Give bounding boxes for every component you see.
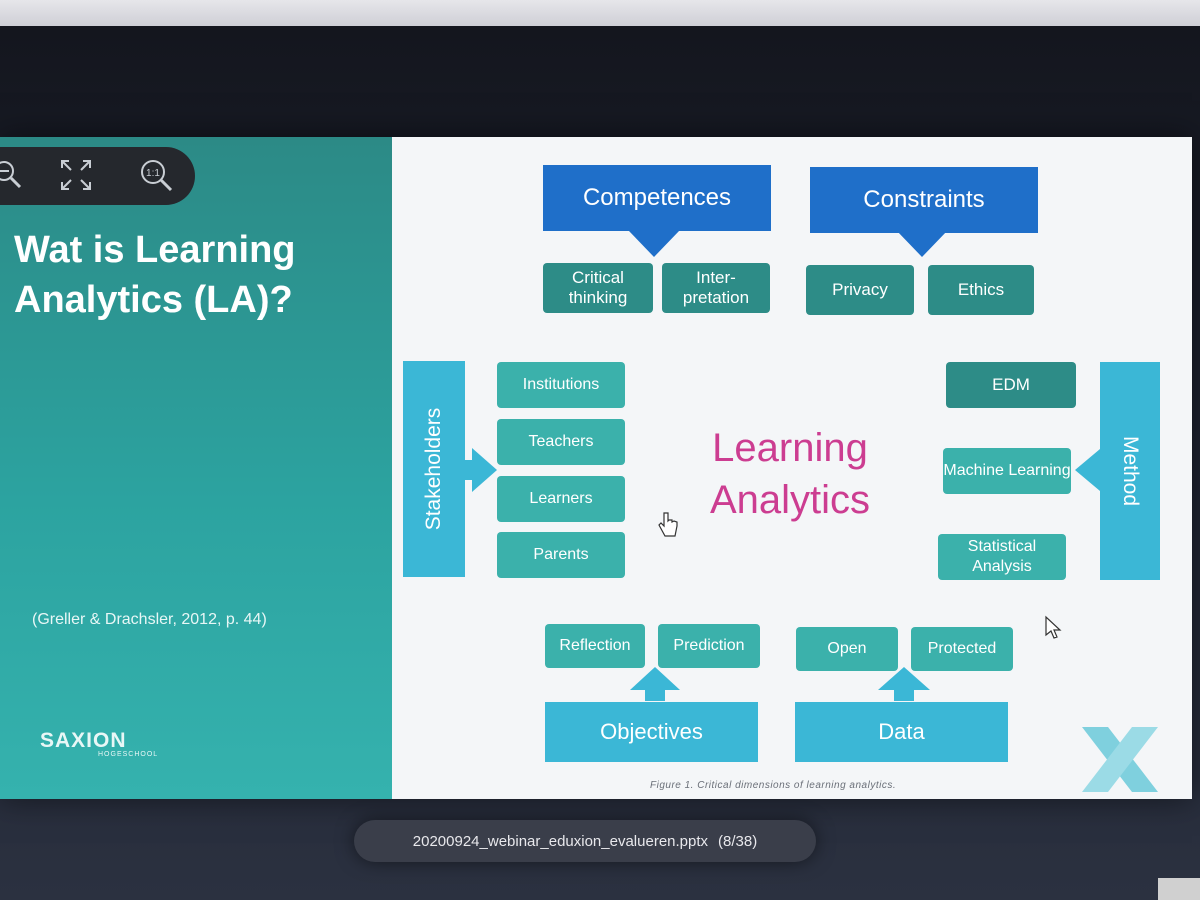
constraints-arrow: [896, 230, 948, 257]
figure-caption: Figure 1. Critical dimensions of learnin…: [650, 780, 897, 791]
teachers-box: Teachers: [497, 419, 625, 465]
file-name-text: 20200924_webinar_eduxion_evalueren.pptx: [412, 832, 709, 850]
learners-box: Learners: [497, 476, 625, 522]
statistical-analysis-box: Statistical Analysis: [938, 534, 1066, 580]
hand-cursor-icon: [656, 511, 680, 544]
constraints-box: Constraints: [810, 167, 1038, 233]
zoom-out-icon[interactable]: [0, 157, 26, 193]
ethics-box: Ethics: [928, 265, 1034, 315]
data-arrow: [878, 667, 930, 690]
browser-top-strip: [0, 0, 1200, 26]
method-label: Method: [1119, 435, 1142, 507]
citation-text: (Greller & Drachsler, 2012, p. 44): [32, 611, 267, 628]
saxion-logo: SAXION HOGESCHOOL: [40, 729, 158, 758]
presentation-slide: 1:1 Wat is Learning Analytics (LA)? (Gre…: [0, 137, 1192, 799]
objectives-arrow: [630, 667, 680, 690]
arrow-cursor-icon: [1044, 615, 1062, 646]
parents-box: Parents: [497, 532, 625, 578]
method-arrow: [1075, 449, 1100, 491]
machine-learning-box: Machine Learning: [943, 448, 1071, 494]
slide-left-panel: 1:1 Wat is Learning Analytics (LA)? (Gre…: [0, 137, 392, 799]
institutions-box: Institutions: [497, 362, 625, 408]
reflection-box: Reflection: [545, 624, 645, 668]
stakeholders-label: Stakeholders: [422, 407, 445, 531]
open-box: Open: [796, 627, 898, 671]
learning-analytics-title: Learning Analytics: [640, 422, 940, 526]
actual-size-label: 1:1: [146, 168, 160, 179]
slide-title: Wat is Learning Analytics (LA)?: [14, 229, 296, 321]
logo-text: SAXION: [40, 729, 127, 752]
file-name-bar: 20200924_webinar_eduxion_evalueren.pptx …: [354, 820, 816, 862]
actual-size-icon[interactable]: 1:1: [138, 157, 174, 193]
data-box: Data: [795, 702, 1008, 762]
method-box: Method: [1100, 362, 1160, 580]
privacy-box: Privacy: [806, 265, 914, 315]
fullscreen-icon[interactable]: [58, 157, 94, 193]
edm-box: EDM: [946, 362, 1076, 408]
objectives-box: Objectives: [545, 702, 758, 762]
center-title-line2: Analytics: [709, 478, 871, 522]
x-logo-icon: [1082, 727, 1158, 792]
interpretation-box: Inter- pretation: [662, 263, 770, 313]
competences-box: Competences: [543, 165, 771, 231]
viewer-toolbar: 1:1: [0, 147, 195, 205]
corner-app-icon: [1158, 878, 1200, 900]
logo-subtext: HOGESCHOOL: [98, 751, 159, 758]
page-indicator: (8/38): [718, 832, 758, 850]
stakeholders-box: Stakeholders: [403, 361, 465, 577]
center-title-line1: Learning: [712, 426, 868, 470]
protected-box: Protected: [911, 627, 1013, 671]
prediction-box: Prediction: [658, 624, 760, 668]
diagram-arrows: [462, 219, 1158, 792]
competences-arrow: [628, 230, 680, 257]
critical-thinking-box: Critical thinking: [543, 263, 653, 313]
stakeholders-arrow: [472, 448, 497, 492]
